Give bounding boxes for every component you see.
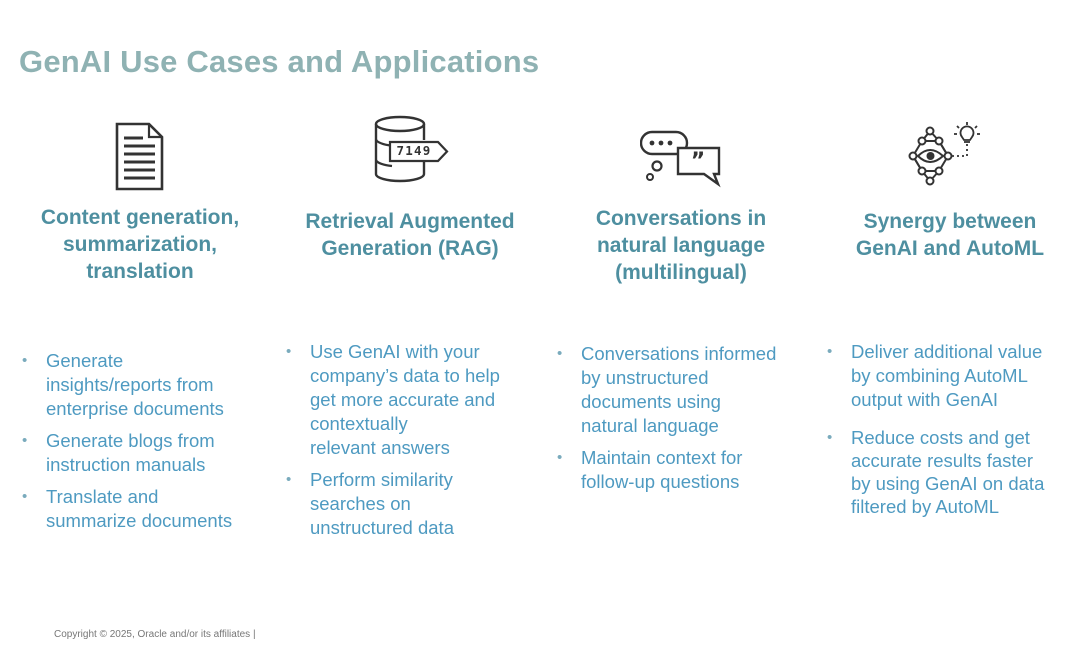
heading-content-generation: Content generation, summarization, trans… — [40, 206, 240, 283]
heading-rag: Retrieval Augmented Generation (RAG) — [305, 210, 515, 260]
heading-synergy: Synergy between GenAI and AutoML — [855, 210, 1045, 260]
heading-conversations: Conversations in natural language (multi… — [595, 207, 767, 284]
document-icon — [112, 122, 166, 192]
copyright-footer: Copyright © 2025, Oracle and/or its affi… — [54, 629, 256, 640]
database-number: 7149 — [396, 143, 432, 158]
chat-bubbles-icon: ” — [640, 130, 724, 188]
slide-title: GenAI Use Cases and Applications — [19, 44, 540, 79]
svg-text:”: ” — [691, 149, 705, 174]
database-icon: 7149 — [372, 114, 452, 184]
network-lightbulb-icon — [903, 120, 989, 194]
